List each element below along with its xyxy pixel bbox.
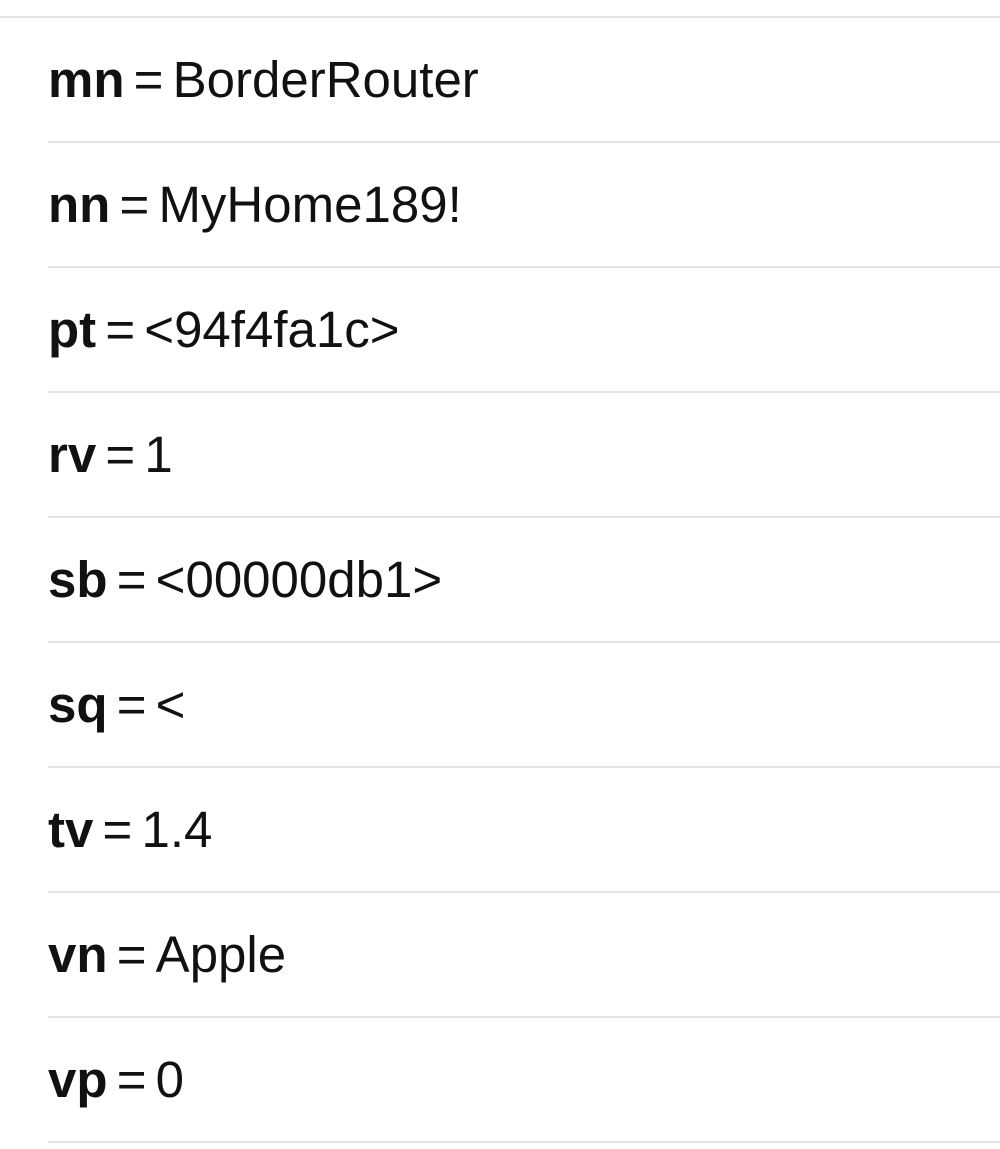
record-value: <00000db1> — [155, 551, 443, 608]
equals-sign: = — [119, 176, 150, 233]
list-item-pt: pt = <94f4fa1c> — [48, 268, 1000, 393]
record-key: tv — [48, 801, 94, 858]
record-value: 0 — [155, 1051, 185, 1108]
equals-sign: = — [116, 551, 147, 608]
record-value: <94f4fa1c> — [144, 301, 400, 358]
equals-sign: = — [105, 426, 136, 483]
record-value: Apple — [155, 926, 287, 983]
record-value: < — [155, 676, 186, 733]
list-item-vn: vn = Apple — [48, 893, 1000, 1018]
equals-sign: = — [116, 1051, 147, 1108]
equals-sign: = — [102, 801, 133, 858]
equals-sign: = — [116, 926, 147, 983]
equals-sign: = — [105, 301, 136, 358]
record-key: nn — [48, 176, 111, 233]
record-value: BorderRouter — [172, 51, 479, 108]
record-value: 1.4 — [141, 801, 213, 858]
list-item-sb: sb = <00000db1> — [48, 518, 1000, 643]
equals-sign: = — [133, 51, 164, 108]
record-key: pt — [48, 301, 97, 358]
record-key: sq — [48, 676, 108, 733]
record-key: vp — [48, 1051, 108, 1108]
top-divider — [0, 16, 1000, 18]
record-key: mn — [48, 51, 125, 108]
record-value: 1 — [144, 426, 173, 483]
txt-record-list: mn = BorderRouter nn = MyHome189! pt = <… — [0, 18, 1000, 1143]
record-key: rv — [48, 426, 97, 483]
list-item-mn: mn = BorderRouter — [48, 18, 1000, 143]
record-key: sb — [48, 551, 108, 608]
record-key: vn — [48, 926, 108, 983]
list-item-tv: tv = 1.4 — [48, 768, 1000, 893]
list-item-nn: nn = MyHome189! — [48, 143, 1000, 268]
list-item-sq: sq = < — [48, 643, 1000, 768]
record-value: MyHome189! — [158, 176, 462, 233]
equals-sign: = — [116, 676, 147, 733]
list-item-rv: rv = 1 — [48, 393, 1000, 518]
list-item-vp: vp = 0 — [48, 1018, 1000, 1143]
